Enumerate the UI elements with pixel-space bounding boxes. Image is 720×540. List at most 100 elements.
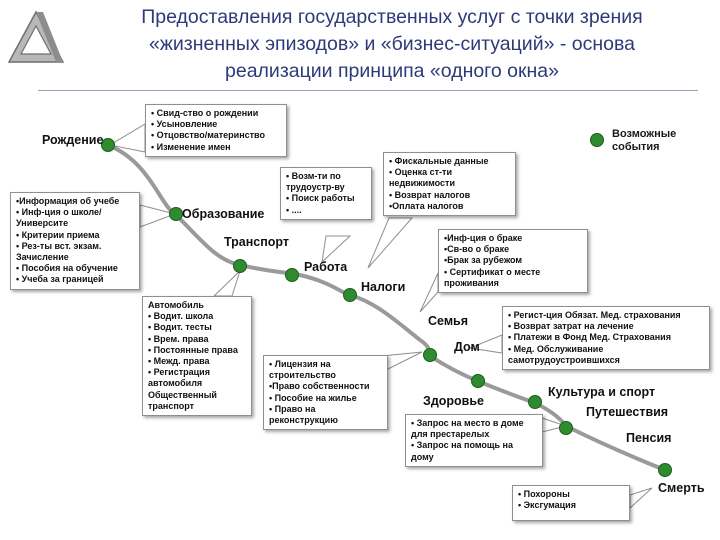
callout-item: •Право собственности <box>269 381 370 392</box>
pointer-home <box>381 351 423 373</box>
callout-health: • Регист-ция Обязат. Мед. страхования • … <box>502 306 710 371</box>
callout-item: •Брак за рубежом <box>444 255 523 266</box>
callout-item: • Регист-ция Обязат. Мед. страхования <box>508 310 681 320</box>
callout-item: • Оценка ст-ти <box>389 167 452 178</box>
callout-item: •Информация об учебе <box>16 196 120 206</box>
event-dot-health <box>528 395 542 409</box>
event-dot-transport <box>233 259 247 273</box>
callout-family: •Инф-ция о браке •Св-во о браке •Брак за… <box>438 229 588 294</box>
callout-work: • Возм-ти по трудоустр-ву • Поиск работы… <box>280 167 372 220</box>
legend: Возможные события <box>612 128 676 154</box>
event-dot-education <box>169 207 183 221</box>
event-label-culture-sport: Культура и спорт <box>548 385 656 399</box>
callout-home: • Лицензия на строительство •Право собст… <box>263 355 388 431</box>
logo-triangle-icon <box>5 8 67 70</box>
event-label-transport: Транспорт <box>224 235 290 249</box>
page-title: Предоставления государственных услуг с т… <box>72 4 712 85</box>
callout-item: • Сертификат о месте <box>444 266 541 277</box>
callout-item: •Св-во о браке <box>444 244 510 255</box>
callout-item: • Возврат налогов <box>389 189 471 200</box>
pointer-work <box>321 235 352 264</box>
event-label-death: Смерть <box>658 481 705 495</box>
event-dot-death <box>658 463 672 477</box>
event-label-work: Работа <box>304 260 348 274</box>
callout-item: • Рез-ты вст. экзам. <box>16 240 102 251</box>
callout-item: • Водит. тесты <box>148 322 212 333</box>
callout-item: • Запрос на помощь на <box>411 440 513 451</box>
event-dot-taxes <box>343 288 357 302</box>
callout-item: • Пособия на обучение <box>16 263 118 274</box>
callout-item: • Врем. права <box>148 333 209 344</box>
callout-item: • Возм-ти по <box>286 171 341 181</box>
legend-dot <box>590 133 604 147</box>
callout-item: транспорт <box>148 400 195 411</box>
callout-item: •Оплата налогов <box>389 200 464 211</box>
event-label-travel: Путешествия <box>586 405 669 419</box>
event-dot-pension <box>559 421 573 435</box>
callout-birth: • Свид-ство о рождении • Усыновление • О… <box>145 104 287 157</box>
event-dot-birth <box>101 138 115 152</box>
pointer-family <box>419 272 439 313</box>
callout-item: • Мед. Обслуживание <box>508 343 604 354</box>
callout-item: • Инф-ция о школе/ <box>16 207 102 218</box>
callout-item: Университе <box>16 218 69 229</box>
callout-transport: Автомобиль • Водит. школа • Водит. тесты… <box>142 296 252 417</box>
callout-taxes: • Фискальные данные • Оценка ст-ти недви… <box>383 152 516 217</box>
callout-item: • Платежи в Фонд Мед. Страхования <box>508 332 671 343</box>
callout-item: • Изменение имен <box>151 141 231 152</box>
callout-death: • Похороны • Эксгумация <box>512 485 630 521</box>
title-line-2: «жизненных эпизодов» и «бизнес-ситуаций»… <box>149 33 635 55</box>
callout-item: Автомобиль <box>148 300 204 310</box>
pointer-death <box>629 487 653 510</box>
callout-item: • Лицензия на <box>269 359 331 369</box>
callout-item: • Запрос на место в доме <box>411 418 524 428</box>
event-dot-home <box>471 374 485 388</box>
pointer-education <box>139 204 177 228</box>
callout-item: • Фискальные данные <box>389 156 489 166</box>
event-label-birth: Рождение <box>42 133 104 147</box>
callout-item: недвижимости <box>389 178 455 189</box>
callout-item: • Критерии приема <box>16 229 100 240</box>
callout-item: автомобиля <box>148 378 203 389</box>
callout-item: • Поиск работы <box>286 193 355 204</box>
callout-item: • Пособие на жилье <box>269 392 357 403</box>
callout-item: • Свид-ство о рождении <box>151 108 259 118</box>
callout-item: Зачисление <box>16 252 69 263</box>
callout-item: проживания <box>444 277 499 288</box>
legend-label-2: события <box>612 141 660 153</box>
event-label-family: Семья <box>428 314 469 328</box>
callout-item: • .... <box>286 204 302 215</box>
event-dot-family <box>423 348 437 362</box>
callout-item: • Усыновление <box>151 119 218 130</box>
callout-item: •Инф-ция о браке <box>444 233 523 243</box>
event-label-home: Дом <box>454 340 480 354</box>
callout-item: • Похороны <box>518 489 570 499</box>
callout-item: • Возврат затрат на лечение <box>508 321 634 332</box>
callout-item: • Регистрация <box>148 367 210 378</box>
pointer-transport <box>212 270 241 297</box>
pointer-taxes <box>367 217 414 269</box>
life-path-curve <box>106 143 667 472</box>
event-label-education: Образование <box>182 207 265 221</box>
callout-item: • Отцовство/материнство <box>151 130 265 141</box>
callout-item: • Постоянные права <box>148 344 238 355</box>
callout-item: • Водит. школа <box>148 311 214 322</box>
callout-item: Общественный <box>148 389 217 400</box>
event-label-taxes: Налоги <box>361 280 406 294</box>
callout-pension: • Запрос на место в доме для престарелых… <box>405 414 543 467</box>
event-dots <box>101 133 672 477</box>
callout-item: • Учеба за границей <box>16 274 104 285</box>
callout-item: • Эксгумация <box>518 500 576 511</box>
callout-item: • Межд. права <box>148 356 210 367</box>
event-dot-work <box>285 268 299 282</box>
callout-item: самотрудоустроившихся <box>508 354 620 365</box>
callout-education: •Информация об учебе • Инф-ция о школе/ … <box>10 192 140 290</box>
event-label-health: Здоровье <box>423 394 484 408</box>
legend-label-1: Возможные <box>612 128 677 140</box>
callout-item: реконструкцию <box>269 415 338 426</box>
callout-item: трудоустр-ву <box>286 182 345 193</box>
callout-item: строительство <box>269 370 336 381</box>
callout-item: дому <box>411 451 434 462</box>
event-label-pension: Пенсия <box>626 431 672 445</box>
